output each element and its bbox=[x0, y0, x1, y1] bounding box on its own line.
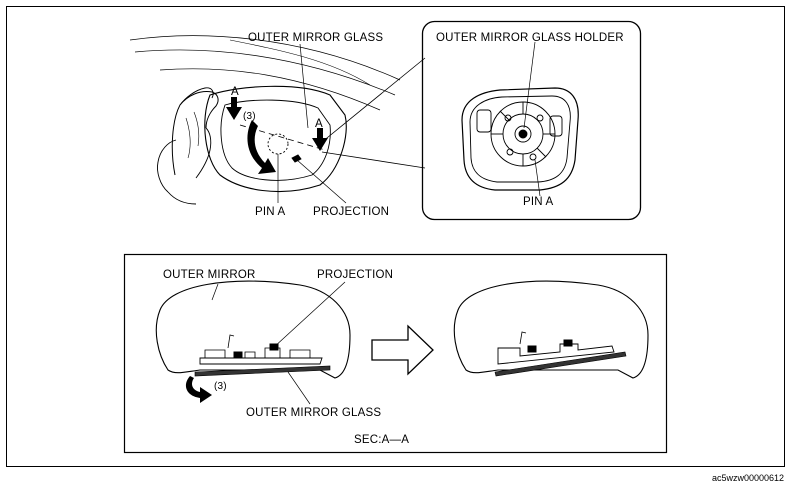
leaders-holder bbox=[523, 41, 541, 197]
label-projection-top: PROJECTION bbox=[313, 206, 389, 218]
page-border bbox=[6, 6, 785, 467]
rotate-arrow-bottom bbox=[185, 376, 212, 403]
transition-arrow bbox=[371, 324, 434, 376]
section-detail-box bbox=[123, 253, 668, 454]
mirror-removal-illustration bbox=[129, 35, 401, 205]
label-outer-mirror-glass-top: OUTER MIRROR GLASS bbox=[248, 32, 383, 44]
label-outer-mirror-glass-holder: OUTER MIRROR GLASS HOLDER bbox=[436, 32, 624, 44]
curved-removal-arrow bbox=[247, 120, 276, 174]
pin-a-marker bbox=[267, 133, 289, 155]
outer-mirror-section-right bbox=[453, 280, 649, 379]
leaders-top-left bbox=[277, 43, 347, 204]
figure-code: ac5wzw00000612 bbox=[712, 473, 784, 483]
down-arrow-right bbox=[312, 128, 328, 151]
glass-holder-illustration bbox=[461, 87, 579, 191]
zoom-lines bbox=[321, 57, 426, 169]
label-outer-mirror: OUTER MIRROR bbox=[163, 269, 255, 281]
label-section-a-left: A bbox=[231, 86, 239, 98]
label-pin-a-left: PIN A bbox=[255, 206, 286, 218]
label-step-bottom: (3) bbox=[214, 381, 227, 392]
label-section-a-right: A bbox=[315, 118, 323, 130]
label-projection-bottom: PROJECTION bbox=[317, 269, 393, 281]
label-pin-a-right: PIN A bbox=[523, 196, 554, 208]
label-outer-mirror-glass-bottom: OUTER MIRROR GLASS bbox=[246, 407, 381, 419]
outer-mirror-section-left bbox=[155, 280, 351, 379]
holder-detail-box bbox=[421, 20, 642, 221]
down-arrow-left bbox=[226, 97, 242, 120]
label-step-top: (3) bbox=[243, 111, 256, 122]
leaders-bottom bbox=[211, 281, 346, 405]
label-section: SEC:A—A bbox=[354, 434, 409, 446]
